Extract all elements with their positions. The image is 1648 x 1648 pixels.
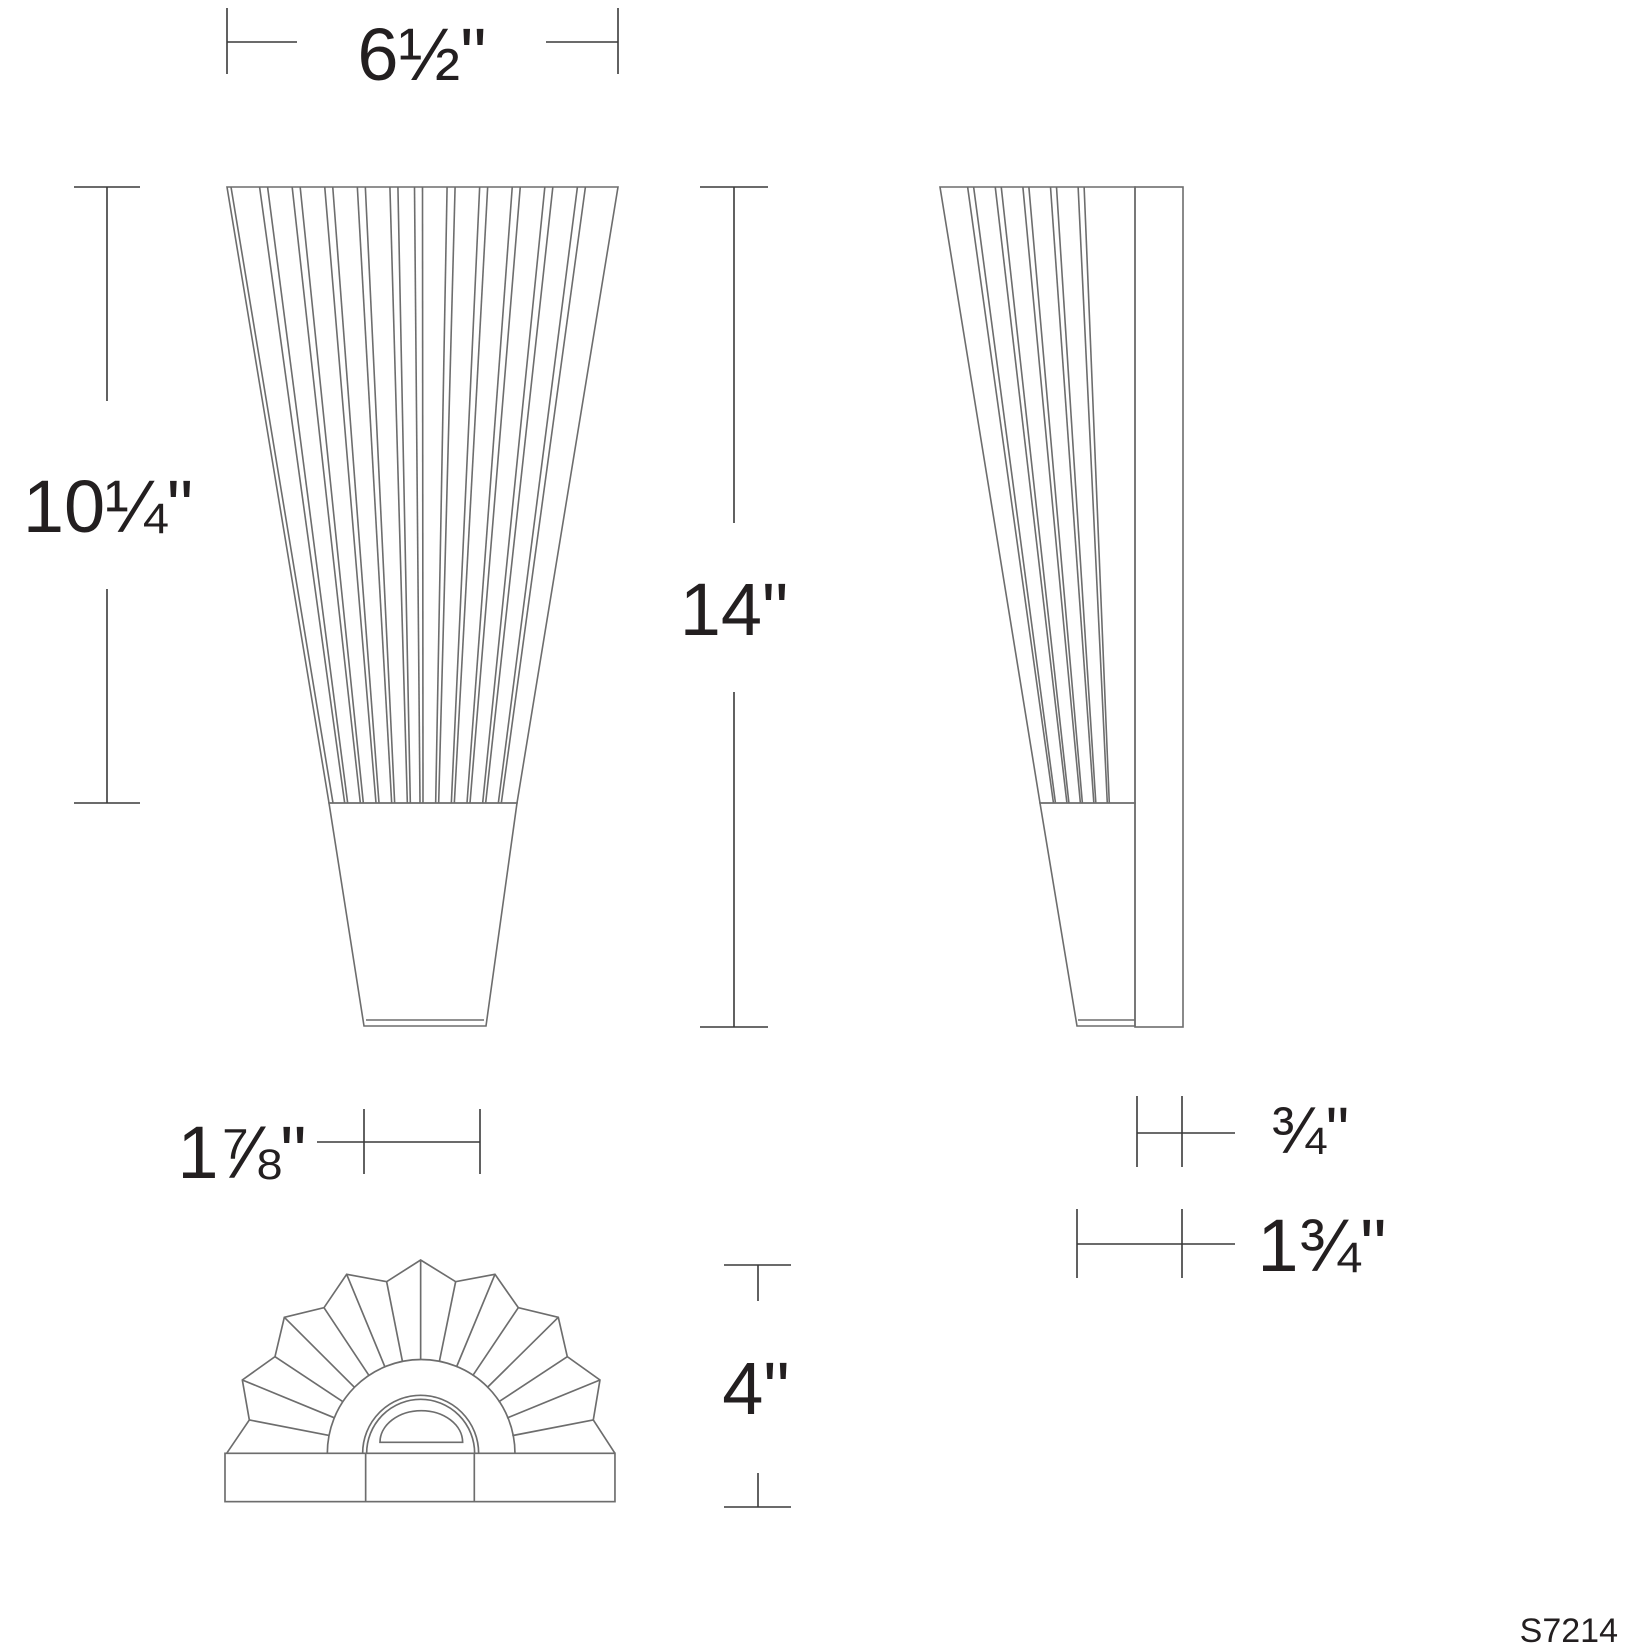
bottom-cap-arc xyxy=(326,1358,516,1454)
pleat-line xyxy=(438,1281,457,1363)
dim-label-bottom-depth: 4" xyxy=(722,1347,790,1430)
pleat-line xyxy=(453,186,489,804)
pleat-line xyxy=(1049,186,1095,804)
side-pleats xyxy=(966,186,1111,804)
pleat-line xyxy=(1083,186,1111,804)
front-view xyxy=(226,186,619,1027)
pleat-line xyxy=(274,1355,344,1403)
dim-label-overall-height: 14" xyxy=(679,568,789,651)
dim-base-width xyxy=(317,1109,481,1174)
pleat-line xyxy=(471,1307,519,1377)
pleat-line xyxy=(450,186,481,804)
pleat-line xyxy=(506,1379,601,1419)
pleat-line xyxy=(455,1274,496,1368)
pleat-line xyxy=(484,186,554,804)
dim-label-width-top: 6½" xyxy=(357,13,487,96)
pleat-line xyxy=(512,1419,594,1437)
dim-width-top xyxy=(226,8,619,74)
dim-overall-depth xyxy=(1076,1209,1235,1278)
pleat-line xyxy=(1022,186,1082,804)
dimension-lines xyxy=(74,8,1235,1508)
dim-plate-depth xyxy=(1136,1096,1235,1167)
pleat-line xyxy=(486,1316,559,1389)
bottom-view xyxy=(224,1259,616,1503)
pleat-line xyxy=(500,186,587,804)
pleat-line xyxy=(323,186,377,804)
side-view xyxy=(939,186,1184,1028)
dim-overall-height xyxy=(700,186,768,1028)
pleat-line xyxy=(994,186,1068,804)
pleat-line xyxy=(258,186,346,804)
dim-shade-height xyxy=(74,186,140,804)
pleat-line xyxy=(1028,186,1084,804)
bottom-light-aperture xyxy=(379,1409,464,1444)
pleat-line xyxy=(356,186,393,804)
dim-label-base-width: 1⅞" xyxy=(177,1111,307,1194)
pleat-line xyxy=(1055,186,1097,804)
pleat-line xyxy=(466,186,514,804)
dim-label-shade-height: 10¼" xyxy=(22,465,194,548)
pleat-line xyxy=(413,186,421,804)
pleat-line xyxy=(498,1355,568,1403)
pleat-line xyxy=(1000,186,1070,804)
pleat-line xyxy=(972,186,1057,804)
pleat-line xyxy=(469,186,522,804)
pleat-line xyxy=(437,186,456,804)
bottom-base-plate xyxy=(224,1452,616,1503)
pleat-line xyxy=(230,186,334,804)
side-base-cap xyxy=(1039,802,1136,1027)
pleat-line xyxy=(331,186,380,804)
dim-label-plate-depth: ¾" xyxy=(1270,1093,1350,1167)
pleat-line xyxy=(397,186,412,804)
pleat-line xyxy=(434,186,448,804)
pleat-line xyxy=(481,186,546,804)
pleat-line xyxy=(249,1419,330,1437)
pleat-line xyxy=(966,186,1055,804)
pleat-line xyxy=(299,186,365,804)
pleat-line xyxy=(385,1281,404,1362)
pleat-line xyxy=(291,186,362,804)
front-pleats xyxy=(230,186,587,804)
pleat-line xyxy=(364,186,396,804)
dim-bottom-depth xyxy=(724,1264,791,1508)
pleat-line xyxy=(389,186,409,804)
pleat-line xyxy=(242,1379,335,1419)
pleat-line xyxy=(1077,186,1109,804)
pleat-line xyxy=(283,1316,356,1388)
pleat-line xyxy=(345,1274,386,1368)
pleat-line xyxy=(323,1307,370,1377)
model-code: S7214 xyxy=(1519,1612,1618,1648)
pleat-line xyxy=(497,186,579,804)
side-wall-plate xyxy=(1134,186,1184,1028)
pleat-line xyxy=(421,186,424,804)
pleat-line xyxy=(266,186,349,804)
bottom-pleat-rays xyxy=(242,1259,601,1437)
dim-label-overall-depth: 1¾" xyxy=(1257,1204,1387,1287)
front-base-cap xyxy=(328,802,518,1027)
